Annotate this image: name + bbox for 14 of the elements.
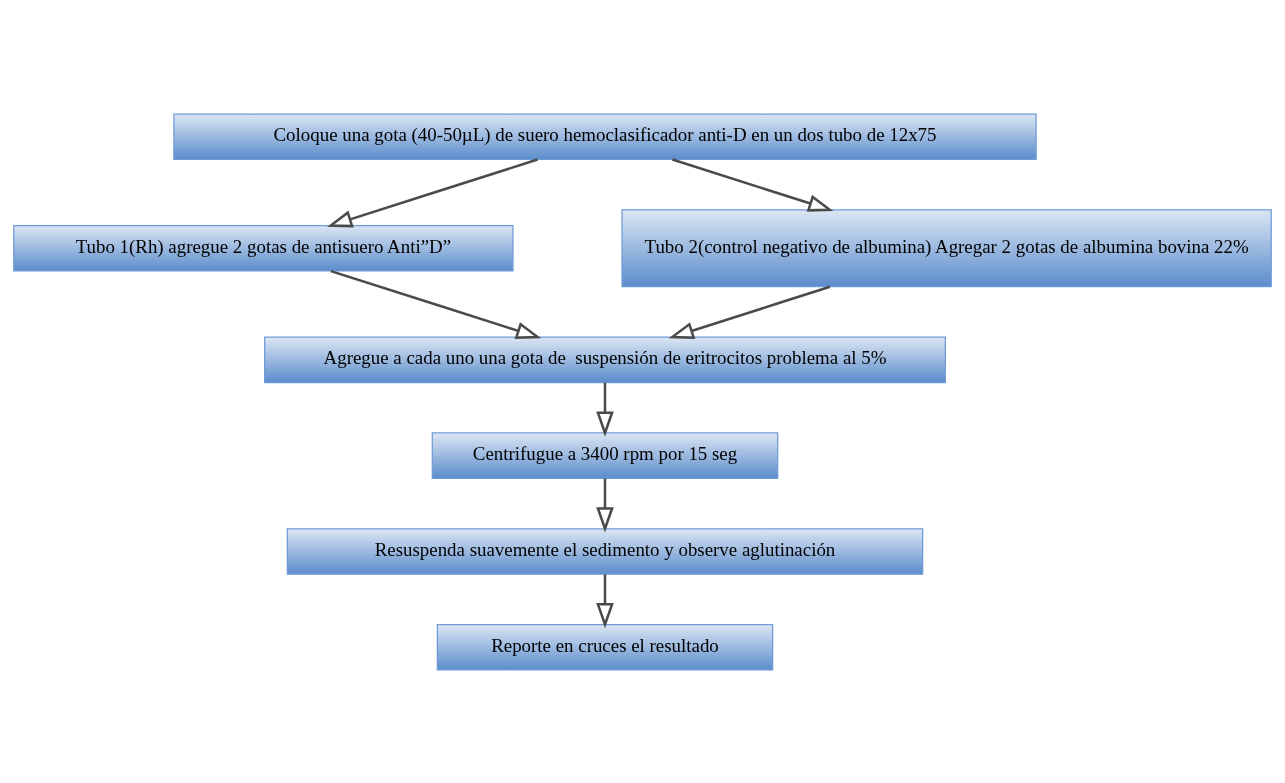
node-box: Reporte en cruces el resultado <box>436 623 774 671</box>
node-box: Tubo 2(control negativo de albumina) Agregar 2 gotas de albumina bovina 22% <box>621 208 1272 287</box>
arrow <box>672 157 834 212</box>
arrow <box>668 285 831 339</box>
arrow <box>330 269 542 339</box>
arrow <box>596 382 614 437</box>
arrow <box>327 157 538 227</box>
node-box: Coloque una gota (40-50µL) de suero hemoclasificador anti-D en un dos tubo de 12x75 <box>173 112 1037 160</box>
node-box: Resuspenda suavemente el sedimento y observe aglutinación <box>286 527 924 575</box>
arrow <box>596 478 614 532</box>
arrow <box>596 573 614 628</box>
node-box: Tubo 1(Rh) agregue 2 gotas de antisuero Anti”D” <box>13 224 514 272</box>
node-box: Centrifugue a 3400 rpm por 15 seg <box>431 431 779 479</box>
node-box: Agregue a cada uno una gota de suspensión de eritrocitos problema al 5% <box>264 336 946 383</box>
